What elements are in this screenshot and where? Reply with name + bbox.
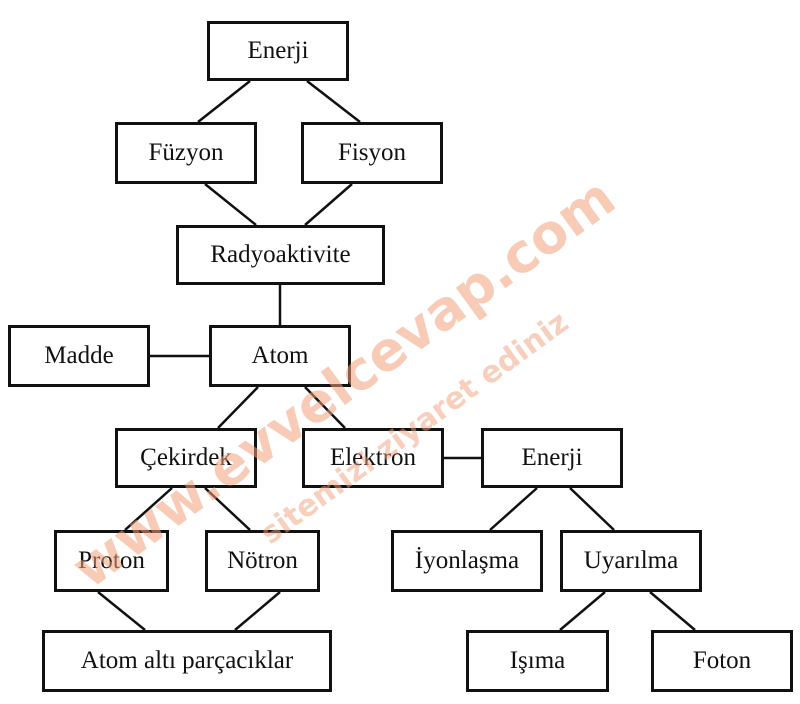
- node-atom: Atom: [209, 325, 351, 387]
- connector-enerji_top-fuzyon: [197, 80, 251, 123]
- node-isima: Işıma: [466, 630, 609, 692]
- node-cekirdek: Çekirdek: [115, 428, 257, 488]
- connector-cekirdek-proton: [124, 487, 173, 531]
- node-madde: Madde: [8, 325, 150, 387]
- connector-enerji_top-fisyon: [306, 80, 361, 123]
- node-radyoaktivite: Radyoaktivite: [176, 225, 385, 285]
- node-fisyon: Fisyon: [301, 122, 443, 184]
- connector-notron-atom_alti: [234, 591, 281, 631]
- node-enerji-right: Enerji: [481, 428, 623, 488]
- connector-cekirdek-notron: [204, 487, 251, 531]
- connector-atom-cekirdek: [217, 386, 259, 429]
- connector-atom-elektron: [304, 386, 346, 429]
- connector-uyarilma-foton: [649, 591, 696, 631]
- connector-fisyon-radyoaktivite: [304, 183, 353, 226]
- connector-uyarilma-isima: [559, 591, 606, 631]
- node-fuzyon: Füzyon: [115, 122, 257, 184]
- node-atom-alti: Atom altı parçacıklar: [42, 630, 332, 692]
- connector-enerji_right-uyarilma: [569, 487, 615, 531]
- node-enerji-top: Enerji: [207, 21, 349, 81]
- node-uyarilma: Uyarılma: [560, 530, 702, 592]
- node-elektron: Elektron: [302, 428, 444, 488]
- connector-proton-atom_alti: [97, 591, 146, 631]
- node-foton: Foton: [651, 630, 793, 692]
- node-iyonlasma: İyonlaşma: [391, 530, 543, 592]
- node-notron: Nötron: [205, 530, 320, 592]
- connector-enerji_right-iyonlasma: [489, 487, 538, 531]
- connector-fuzyon-radyoaktivite: [204, 183, 257, 226]
- node-proton: Proton: [54, 530, 169, 592]
